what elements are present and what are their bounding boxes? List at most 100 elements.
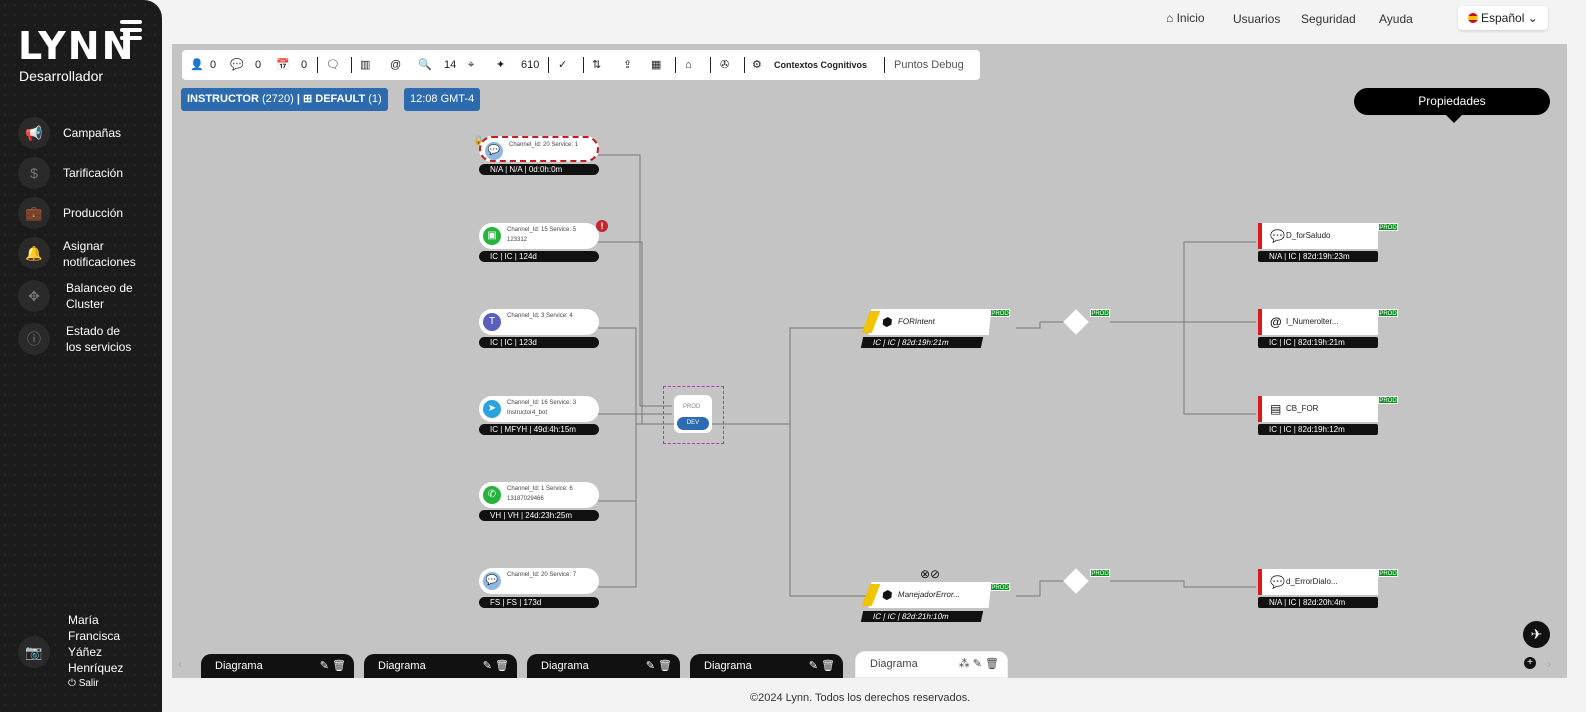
search-icon[interactable]: 🔍: [418, 59, 432, 71]
instructor-badge[interactable]: INSTRUCTOR (2720) | ⊞ DEFAULT (1): [181, 88, 388, 111]
edit-delete-icons[interactable]: ✎ 🗑: [482, 660, 509, 672]
edit-delete-icons[interactable]: ✎ 🗑: [319, 660, 346, 672]
sidebar-item-label: Producción: [63, 206, 124, 220]
tab-label: Diagrama: [378, 660, 426, 672]
nav-seguridad[interactable]: Seguridad: [1301, 12, 1356, 26]
footer-copyright: ©2024 Lynn. Todos los derechos reservado…: [750, 692, 971, 704]
channel-title: Channel_Id: 16 Service: 3: [507, 400, 577, 406]
diagram-tab[interactable]: Diagrama ✎ 🗑: [527, 654, 680, 678]
cube-icon: ⬢: [881, 315, 894, 329]
output-node[interactable]: 💬D_forSaludo: [1258, 223, 1378, 249]
location-icon[interactable]: ⌖: [468, 59, 475, 71]
chevron-right-icon[interactable]: ›: [1547, 657, 1551, 671]
logout-label: Salir: [78, 678, 99, 689]
nav-inicio-label: Inicio: [1176, 11, 1205, 25]
message-icon[interactable]: 🗨: [326, 59, 340, 71]
channel-status-bar: IC | IC | 124d: [479, 251, 599, 262]
channel-subtitle: 123312: [507, 237, 528, 243]
camera-icon[interactable]: 📷: [18, 636, 50, 668]
tab-label: Diagrama: [215, 660, 263, 672]
sidebar-item-label: Campañas: [63, 126, 122, 140]
tab-label: Diagrama: [870, 658, 918, 670]
nav-ayuda[interactable]: Ayuda: [1379, 12, 1413, 26]
cube-icon: ⬢: [881, 588, 894, 602]
output-status-bar: IC | IC | 82d:19h:12m: [1258, 424, 1378, 435]
lynn-logo: LYNN: [18, 24, 136, 68]
clean-icon[interactable]: ⌂: [685, 59, 692, 71]
alert-icon[interactable]: !: [596, 220, 608, 232]
channel-title: Channel_Id: 3 Service: 4: [507, 313, 573, 319]
output-node[interactable]: 💬d_ErrorDialo...: [1258, 569, 1378, 595]
nav-usuarios[interactable]: Usuarios: [1233, 12, 1281, 26]
tab-label: Diagrama: [704, 660, 752, 672]
diagram-tab[interactable]: Diagrama ✎ 🗑: [201, 654, 354, 678]
dollar-icon: $: [18, 157, 50, 189]
home-icon: ⌂: [1166, 11, 1174, 25]
plug-icon[interactable]: ✇: [720, 59, 730, 71]
output-status-bar: N/A | IC | 82d:20h:4m: [1258, 597, 1378, 608]
calendar-icon[interactable]: 📅: [276, 59, 290, 71]
nav-inicio[interactable]: ⌂ Inicio: [1166, 11, 1205, 25]
intent-label: ManejadorError...: [897, 590, 961, 599]
edit-delete-icons[interactable]: ✎ 🗑: [808, 660, 835, 672]
tab-label: Diagrama: [541, 660, 589, 672]
deploy-icon[interactable]: ⇅: [592, 59, 602, 71]
output-label: D_forSaludo: [1286, 231, 1331, 240]
excel-icon[interactable]: ▦: [651, 59, 662, 71]
output-node[interactable]: ▤CB_FOR: [1258, 396, 1378, 422]
sidebar-item-label: Tarificación: [63, 166, 124, 180]
upload-icon[interactable]: ⇪: [623, 59, 633, 71]
diagram-tab[interactable]: Diagrama ✎ 🗑: [364, 654, 517, 678]
disabled-icon[interactable]: ⊗⊘: [920, 567, 941, 581]
briefcase-icon: 💼: [18, 197, 50, 229]
check-icon[interactable]: ✓: [558, 59, 568, 71]
calendar-count: 0: [301, 59, 308, 71]
puntos-debug-button[interactable]: Puntos Debug: [894, 59, 964, 71]
chat-icon[interactable]: 💬: [230, 59, 244, 71]
intent-node[interactable]: ⬢FORIntent: [861, 309, 992, 335]
sidebar-item-label: Estado de los servicios: [66, 324, 132, 354]
language-label: Español: [1481, 11, 1525, 25]
notification-icon: 🔔: [18, 237, 50, 269]
prod-badge: PROD: [1090, 569, 1110, 577]
badge-separator: |: [296, 93, 300, 105]
diagram-tab[interactable]: Diagrama ✎ 🗑: [690, 654, 843, 678]
channel-node[interactable]: 💬Channel_Id: 20 Service: 1: [479, 136, 599, 162]
user-count: 0: [210, 59, 217, 71]
properties-button[interactable]: Propiedades: [1354, 88, 1550, 123]
diagram-tab-active[interactable]: Diagrama ⁂ ✎ 🗑: [855, 651, 1008, 678]
bar-chart-icon[interactable]: ▥: [360, 59, 371, 71]
user-icon[interactable]: 👤: [190, 59, 204, 71]
logout-button[interactable]: ⏻ Salir: [68, 678, 99, 689]
intent-node[interactable]: ⬢ManejadorError...: [861, 582, 992, 608]
chat-count: 0: [255, 59, 262, 71]
edit-delete-icons[interactable]: ✎ 🗑: [645, 660, 672, 672]
menu-icon[interactable]: [120, 20, 142, 40]
channel-node[interactable]: 💬Channel_Id: 20 Service: 7: [479, 568, 599, 594]
channel-status-bar: IC | MFYH | 49d:4h:15m: [479, 424, 599, 435]
chevron-left-icon[interactable]: ‹: [178, 657, 182, 671]
time-badge: 12:08 GMT-4: [404, 88, 481, 111]
add-tab-icon[interactable]: +: [1524, 657, 1536, 669]
prod-label: PROD: [683, 404, 701, 410]
puzzle-icon[interactable]: ✦: [496, 59, 506, 71]
instructor-id: (2720): [261, 93, 294, 105]
at-icon[interactable]: @: [390, 59, 402, 71]
dialog-icon: 💬: [1270, 575, 1285, 589]
prod-badge: PROD: [990, 583, 1010, 591]
environment-switch[interactable]: PROD DEV: [663, 386, 724, 444]
prod-badge: PROD: [1378, 223, 1398, 231]
tree-edit-delete-icons[interactable]: ⁂ ✎ 🗑: [958, 658, 999, 670]
sidebar-item-label: Balanceo de Cluster: [66, 281, 133, 311]
output-label: CB_FOR: [1286, 404, 1319, 413]
whatsapp-icon: ✆: [483, 486, 501, 504]
contextos-cognitivos-button[interactable]: Contextos Cognitivos: [774, 60, 868, 70]
language-select[interactable]: Español ⌄: [1458, 6, 1548, 30]
dev-toggle[interactable]: DEV: [677, 417, 709, 430]
airplane-icon[interactable]: ✈: [1523, 621, 1550, 648]
output-node[interactable]: @I_Numerolter...: [1258, 309, 1378, 335]
